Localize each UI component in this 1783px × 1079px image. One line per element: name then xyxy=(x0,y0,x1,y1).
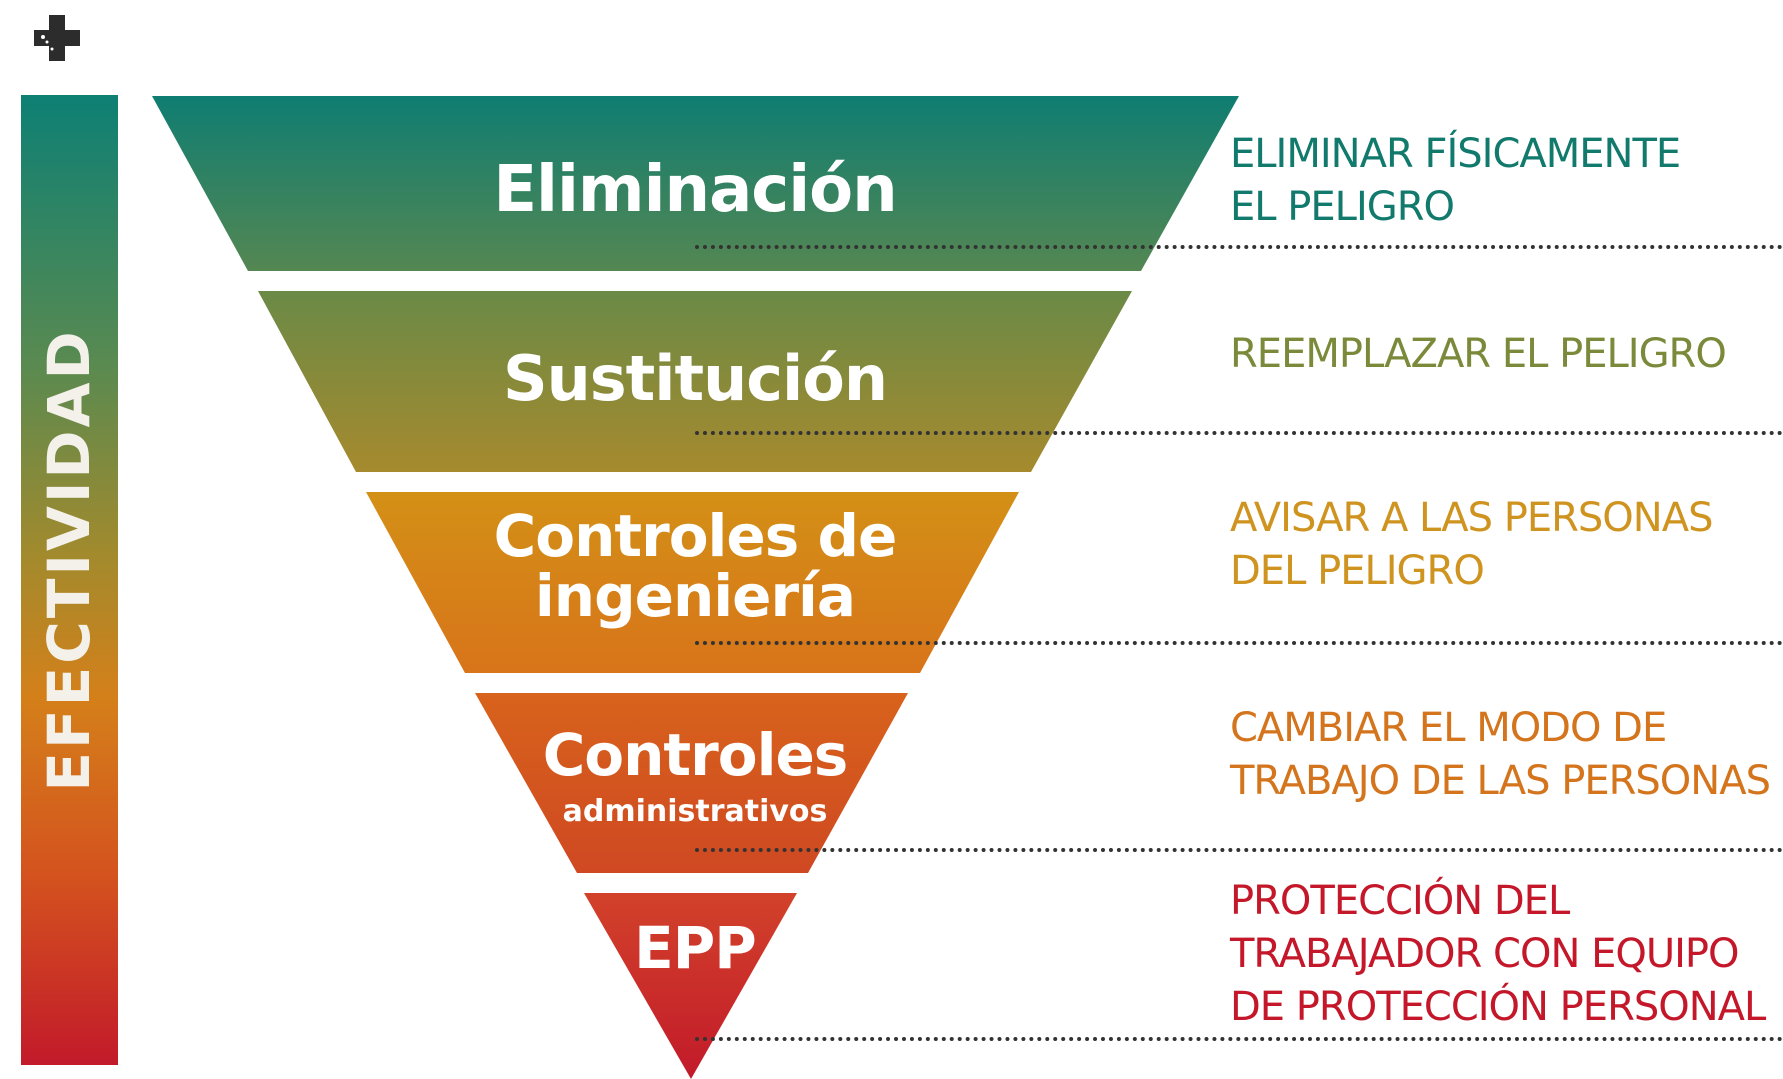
tier-ingenieria-band xyxy=(366,492,1019,673)
leader-line-eliminacion xyxy=(695,245,1783,249)
description-line: AVISAR A LAS PERSONAS xyxy=(1230,495,1713,541)
tier-epp-title: EPP xyxy=(634,914,757,982)
description-line: PROTECCIÓN DEL xyxy=(1230,878,1570,924)
tier-administrativos-subtitle: administrativos xyxy=(562,794,828,829)
tier-ingenieria-title-line2: ingeniería xyxy=(534,562,856,630)
description-line: REEMPLAZAR EL PELIGRO xyxy=(1230,331,1727,377)
leader-line-epp xyxy=(695,1037,1783,1041)
tier-administrativos-band xyxy=(475,693,908,873)
tier-sustitucion-title: Sustitución xyxy=(502,342,888,415)
tier-eliminacion-title: Eliminación xyxy=(493,153,897,227)
description-line: DEL PELIGRO xyxy=(1230,548,1485,594)
description-line: CAMBIAR EL MODO DE xyxy=(1230,705,1667,751)
tier-eliminacion-description: ELIMINAR FÍSICAMENTE EL PELIGRO xyxy=(1230,128,1681,234)
tier-administrativos-description: CAMBIAR EL MODO DE TRABAJO DE LAS PERSON… xyxy=(1230,702,1771,808)
tier-ingenieria-description: AVISAR A LAS PERSONAS DEL PELIGRO xyxy=(1230,492,1713,598)
tier-ingenieria-title: Controles de ingeniería xyxy=(493,502,898,630)
leader-line-administrativos xyxy=(695,848,1783,852)
description-line: ELIMINAR FÍSICAMENTE xyxy=(1230,131,1681,177)
tier-epp-band xyxy=(584,893,797,1079)
leader-line-sustitucion xyxy=(695,431,1783,435)
effectiveness-gradient-bar xyxy=(21,95,118,1065)
description-line: DE PROTECCIÓN PERSONAL xyxy=(1230,984,1766,1030)
tier-eliminacion-band xyxy=(152,96,1239,271)
plus-cross-icon xyxy=(34,15,80,61)
tier-ingenieria-title-line1: Controles de xyxy=(493,502,898,570)
description-line: EL PELIGRO xyxy=(1230,184,1455,230)
leader-line-ingenieria xyxy=(695,641,1783,645)
tier-sustitucion-band xyxy=(258,291,1132,472)
description-line: TRABAJO DE LAS PERSONAS xyxy=(1230,758,1771,804)
description-line: TRABAJADOR CON EQUIPO xyxy=(1230,931,1740,977)
tier-administrativos-title: Controles xyxy=(542,721,849,789)
tier-sustitucion-description: REEMPLAZAR EL PELIGRO xyxy=(1230,328,1727,381)
tier-epp-description: PROTECCIÓN DEL TRABAJADOR CON EQUIPO DE … xyxy=(1230,875,1766,1034)
